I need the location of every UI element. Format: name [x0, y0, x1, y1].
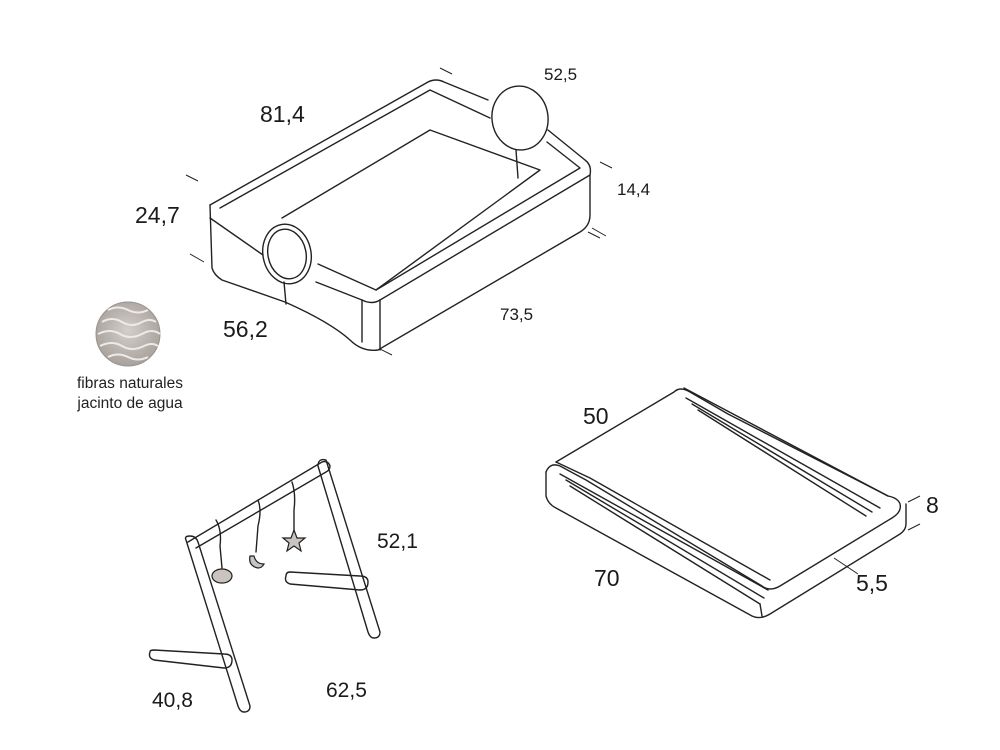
basket-handle-span-label: 52,5	[544, 65, 578, 84]
basket-inner-length-label: 73,5	[500, 305, 534, 324]
gym-width-label: 62,5	[326, 679, 367, 702]
pad-length-label: 70	[594, 565, 620, 591]
gym-depth-label: 40,8	[152, 689, 193, 712]
pad-edge-label: 5,5	[856, 570, 888, 596]
basket-length-label: 81,4	[260, 101, 305, 127]
pad-width-label: 50	[583, 403, 609, 429]
gym-height-label: 52,1	[377, 530, 418, 553]
fiber-swatch	[95, 301, 161, 367]
play-gym-drawing	[148, 458, 381, 713]
basket-width-label: 56,2	[223, 316, 268, 342]
basket-drawing	[185, 67, 613, 356]
basket-height-label: 24,7	[135, 202, 180, 228]
material-line-1: fibras naturales	[77, 375, 183, 392]
material-caption: fibras naturales jacinto de agua	[68, 374, 192, 414]
changing-pad-drawing	[545, 387, 921, 619]
material-line-2: jacinto de agua	[77, 395, 183, 412]
basket-inner-height-label: 14,4	[617, 180, 651, 199]
pad-height-label: 8	[926, 492, 939, 518]
